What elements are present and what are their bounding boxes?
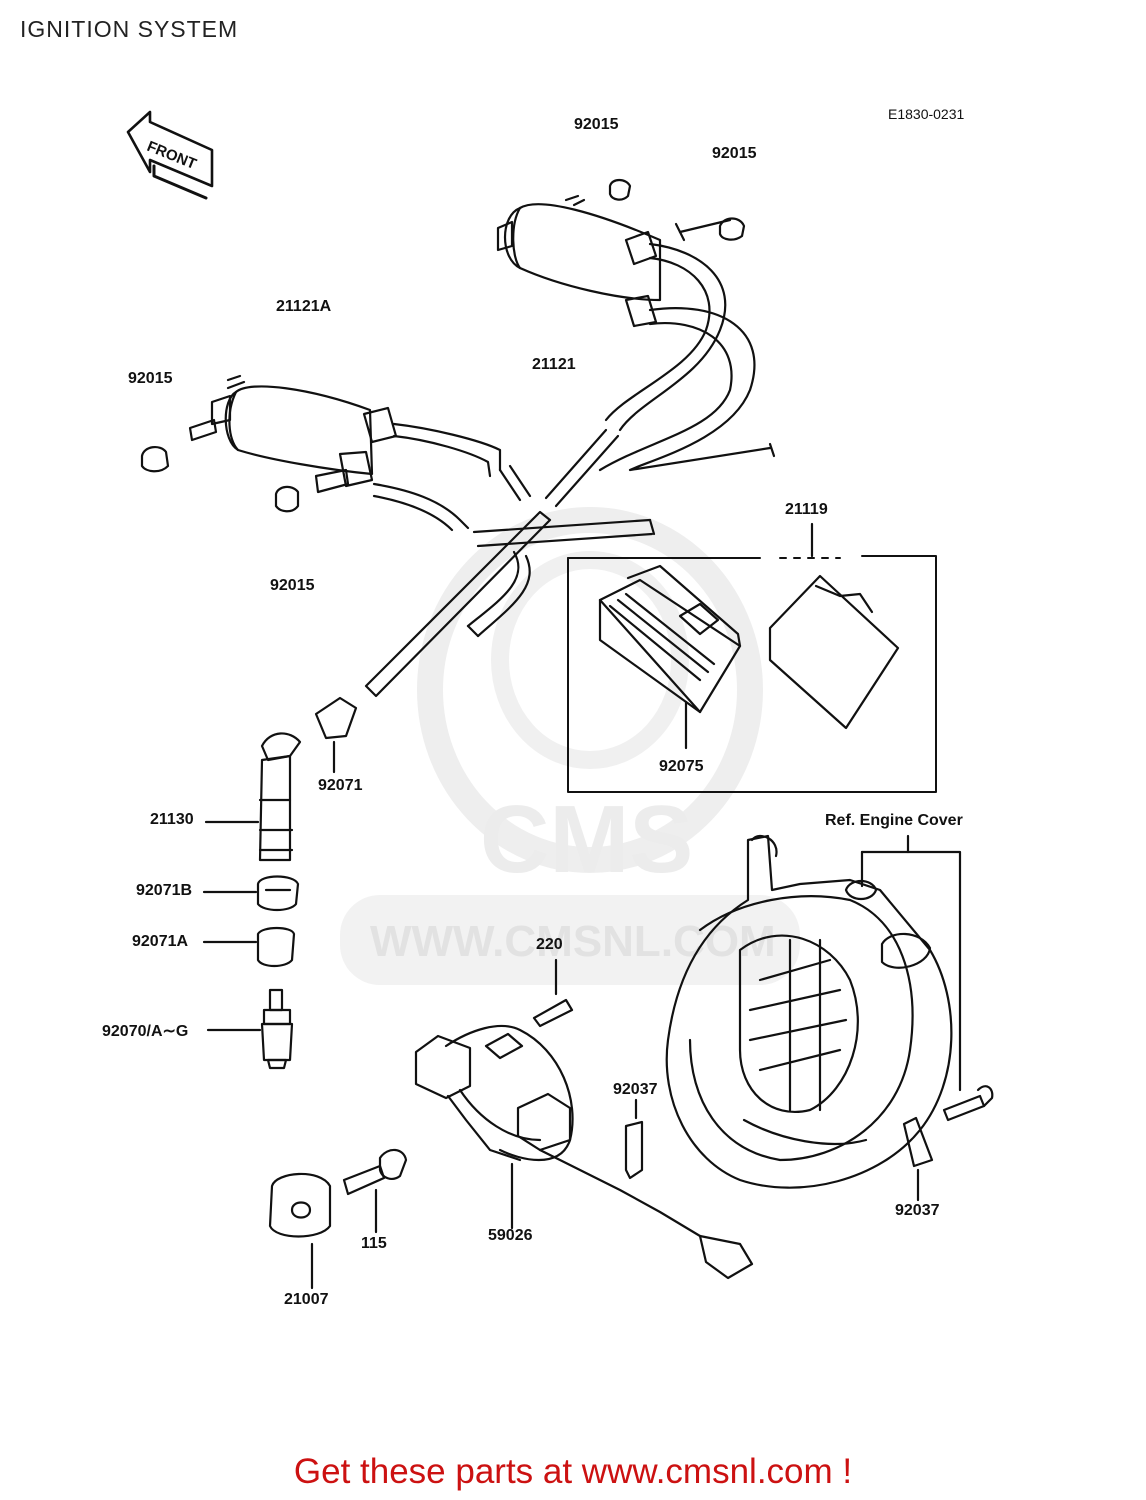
ref-engine-cover-label: Ref. Engine Cover [825, 812, 963, 829]
high-tension-leads-drawing [364, 428, 656, 698]
callout-92071: 92071 [318, 777, 363, 794]
drawing-code: E1830-0231 [888, 106, 965, 122]
callout-92071a: 92071A [132, 933, 189, 950]
callout-115: 115 [361, 1235, 387, 1252]
callout-92015-a: 92015 [574, 116, 619, 133]
callout-92037-b: 92037 [895, 1202, 940, 1219]
pickup-coil-drawing [268, 958, 754, 1290]
callout-21121a: 21121A [276, 298, 332, 315]
callout-220: 220 [536, 936, 563, 953]
callout-92075: 92075 [659, 758, 704, 775]
callout-21007: 21007 [284, 1291, 329, 1308]
ignition-coil-left-drawing [140, 374, 502, 532]
watermark-brand: CMS [480, 786, 694, 893]
engine-cover-drawing [665, 834, 994, 1202]
igniter-box-group [567, 522, 937, 793]
callout-21130: 21130 [150, 811, 194, 828]
callout-92015-c: 92015 [128, 370, 173, 387]
plug-cap-parts-drawing [202, 696, 358, 1070]
front-arrow-icon: FRONT [126, 110, 214, 200]
callout-92071b: 92071B [136, 882, 193, 899]
callout-21119: 21119 [785, 501, 828, 518]
callout-92015-b: 92015 [712, 145, 757, 162]
promo-link[interactable]: Get these parts at www.cmsnl.com ! [293, 1452, 853, 1491]
promo-banner: Get these parts at www.cmsnl.com ! [0, 1452, 1146, 1492]
page-title: IGNITION SYSTEM [20, 16, 239, 42]
callout-59026: 59026 [488, 1227, 533, 1244]
callout-92070: 92070/A∼G [102, 1023, 189, 1040]
callout-92037-a: 92037 [613, 1081, 658, 1098]
ignition-coil-upper-drawing [496, 178, 776, 472]
callout-21121: 21121 [532, 356, 576, 373]
callout-92015-d: 92015 [270, 577, 315, 594]
